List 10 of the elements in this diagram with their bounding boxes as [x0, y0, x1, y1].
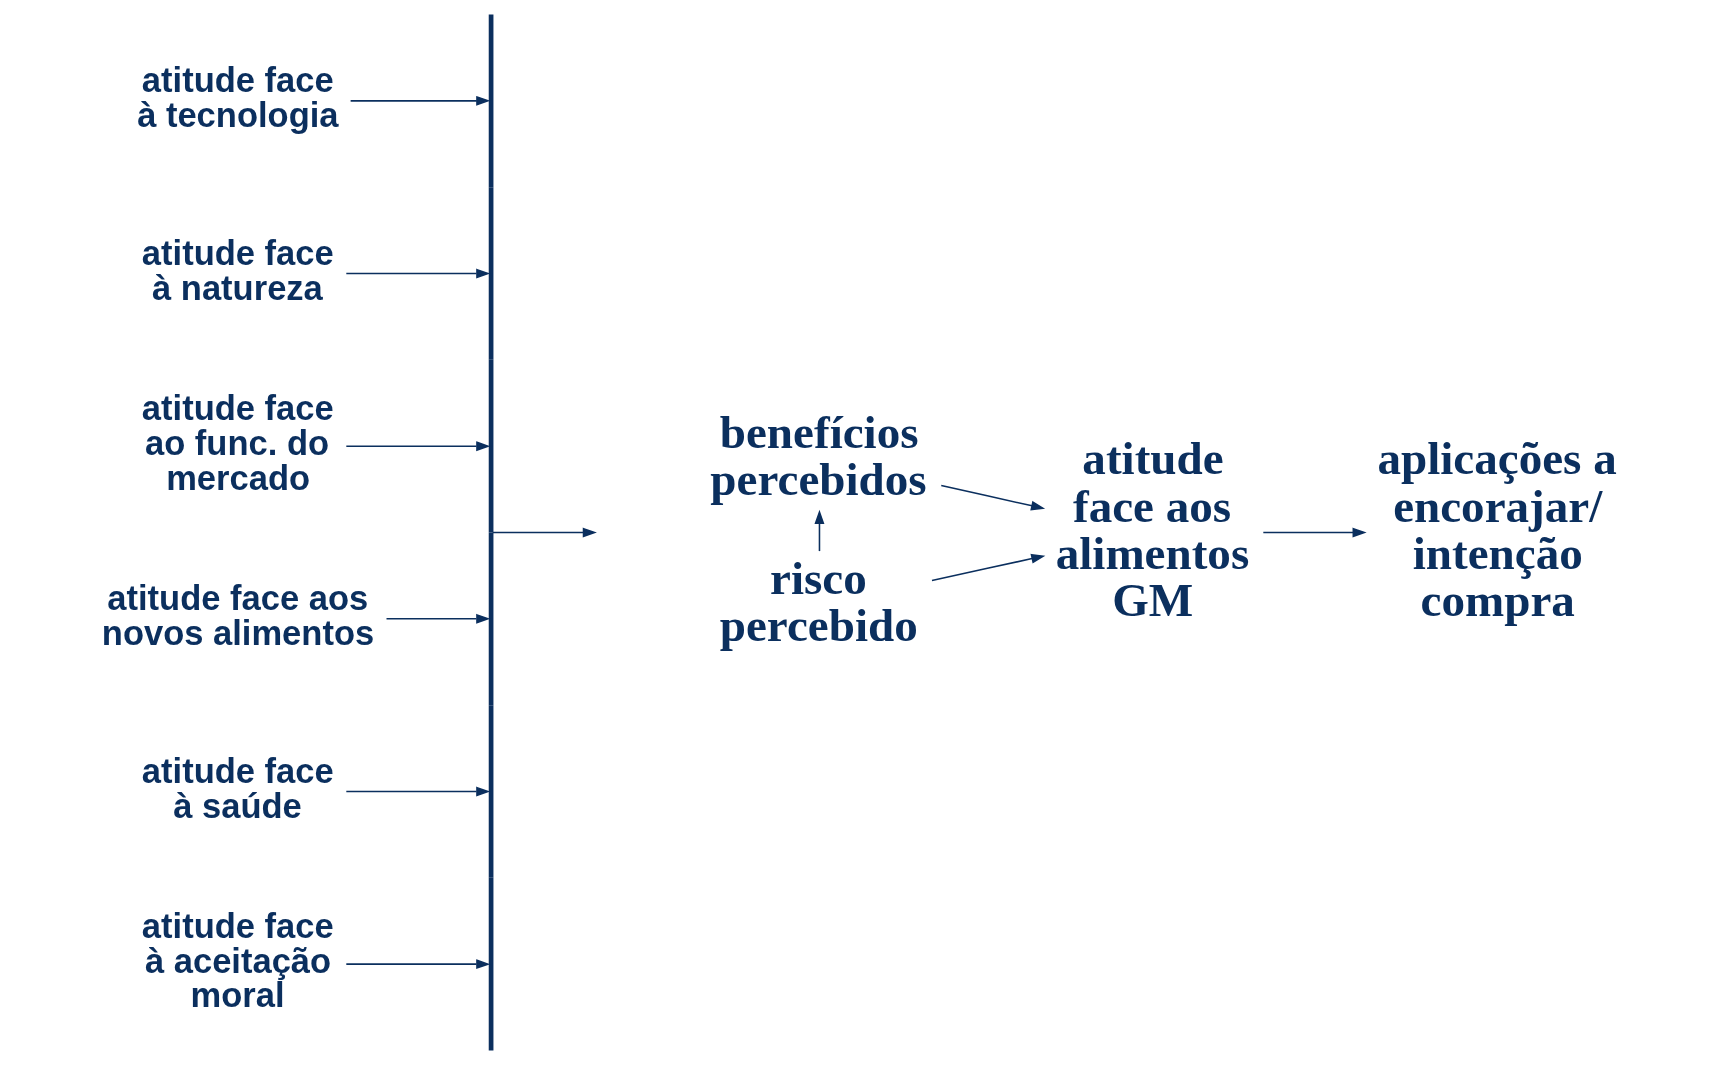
- node-text: atitude face à natureza: [141, 234, 334, 307]
- node-text: atitude face ao func. do mercado: [141, 389, 334, 497]
- node-text: atitude face à tecnologia: [136, 61, 339, 134]
- node-text: benefícios percebidos: [709, 405, 927, 505]
- node-text: atitude face aos novos alimentos: [101, 579, 374, 652]
- node-text: atitude face à aceitação moral: [141, 907, 334, 1015]
- node-text: aplicações a encorajar/ intenção compra: [1376, 432, 1617, 626]
- node-text: atitude face aos alimentos GM: [1055, 432, 1249, 626]
- node-text: risco percebido: [719, 551, 918, 651]
- node-text: atitude face à saúde: [141, 752, 334, 825]
